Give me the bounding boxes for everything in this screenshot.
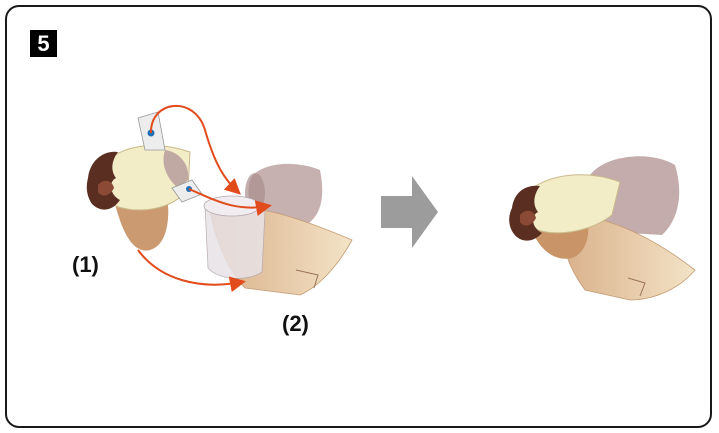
part-2-cone-assembly bbox=[203, 163, 353, 296]
part-2-label: (2) bbox=[282, 311, 309, 336]
part-1-label: (1) bbox=[72, 252, 99, 277]
assembled-piece bbox=[509, 156, 696, 301]
connector-arrows bbox=[137, 104, 272, 293]
step-number-badge: 5 bbox=[30, 30, 57, 57]
result-arrow-icon bbox=[381, 176, 438, 248]
part-1-cone-piece bbox=[86, 145, 191, 251]
